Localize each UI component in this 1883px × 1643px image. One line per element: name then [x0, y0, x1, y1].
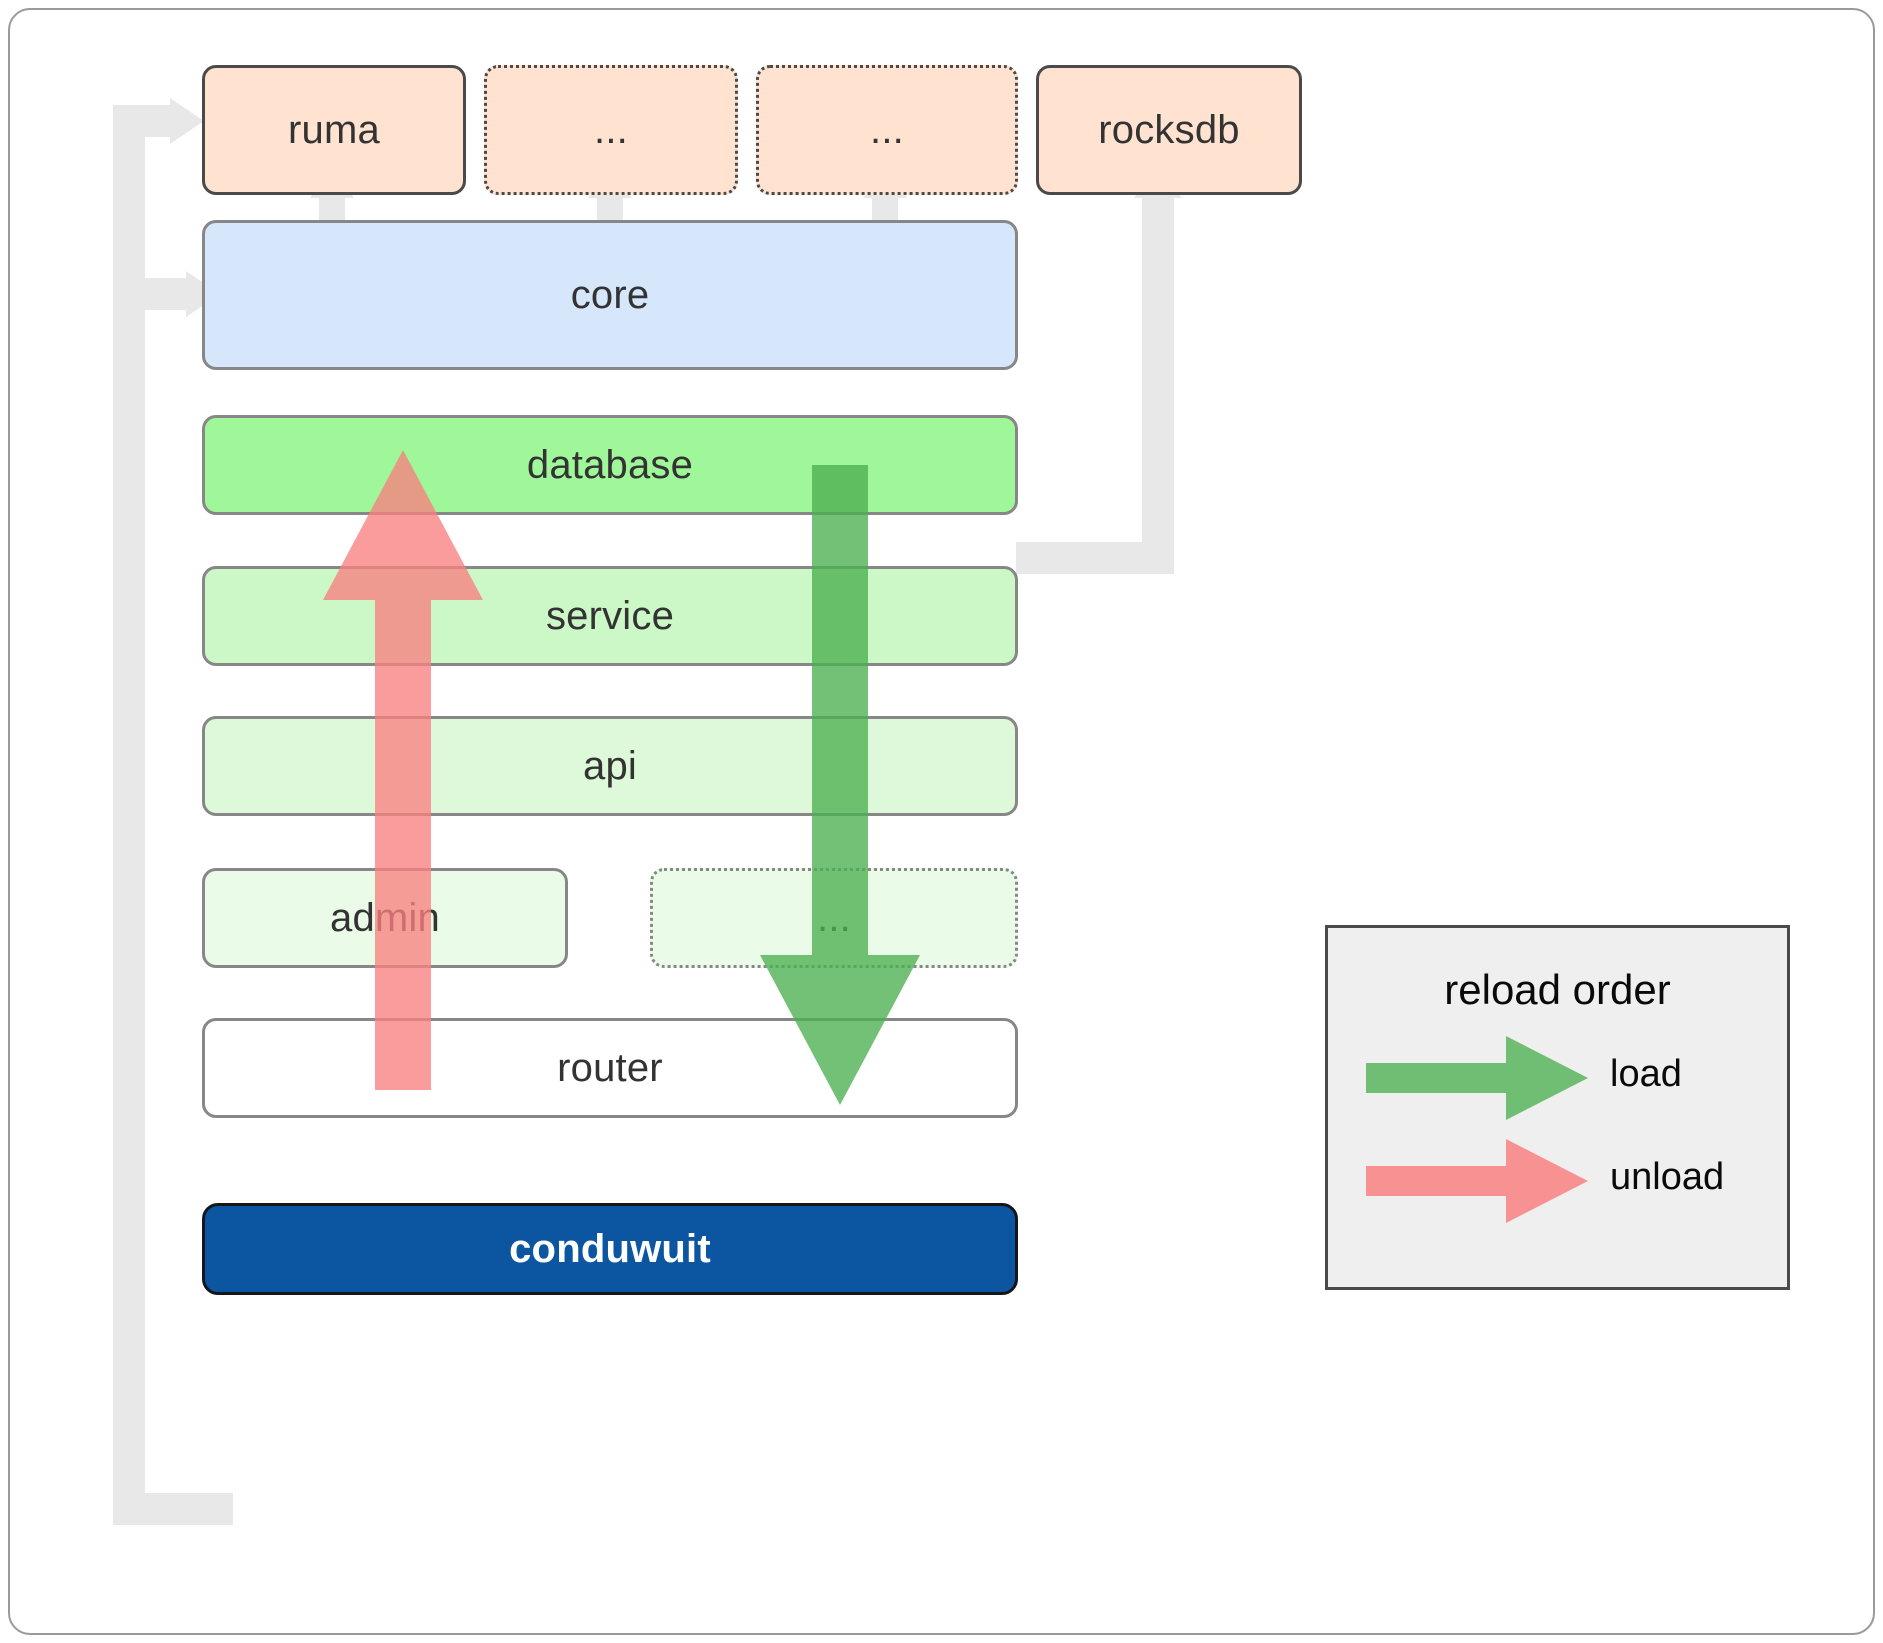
connector-branch-ruma: [113, 105, 175, 137]
dependency-node-dots2[interactable]: ...: [756, 65, 1018, 195]
dependency-label-dots1: ...: [594, 107, 628, 152]
dependency-node-dots1[interactable]: ...: [484, 65, 738, 195]
legend-panel: reload order load unload: [1325, 925, 1790, 1290]
layer-node-api[interactable]: api: [202, 716, 1018, 816]
layer-label-database: database: [526, 442, 694, 487]
layer-label-service: service: [545, 593, 675, 638]
connector-root-stub: [113, 1493, 233, 1525]
layer-node-router[interactable]: router: [202, 1018, 1018, 1118]
dependency-label-ruma: ruma: [288, 107, 380, 152]
dependency-label-dots2: ...: [870, 107, 904, 152]
layer-label-api: api: [583, 743, 637, 788]
dependency-label-rocksdb: rocksdb: [1098, 107, 1240, 152]
root-node-conduwuit[interactable]: conduwuit: [202, 1203, 1018, 1295]
connector-branch-core: [145, 278, 190, 310]
root-label-conduwuit: conduwuit: [509, 1226, 711, 1271]
dependency-node-ruma[interactable]: ruma: [202, 65, 466, 195]
connector-arrowhead-ruma: [170, 98, 204, 144]
connector-db-to-rocksdb-vertical: [1142, 190, 1174, 574]
layer-label-router: router: [557, 1045, 663, 1090]
connector-left-spine: [113, 105, 145, 1525]
legend-unload-arrow-icon: [1366, 1139, 1588, 1223]
layer-node-database[interactable]: database: [202, 415, 1018, 515]
legend-unload-label: unload: [1610, 1156, 1725, 1198]
legend-load-arrow-icon: [1366, 1036, 1588, 1120]
load-arrow: [760, 465, 920, 1105]
legend-title: reload order: [1444, 966, 1671, 1013]
unload-arrow: [323, 450, 483, 1090]
dependency-node-rocksdb[interactable]: rocksdb: [1036, 65, 1302, 195]
layer-node-core[interactable]: core: [202, 220, 1018, 370]
layer-label-core: core: [570, 272, 650, 317]
legend-load-label: load: [1610, 1053, 1682, 1095]
